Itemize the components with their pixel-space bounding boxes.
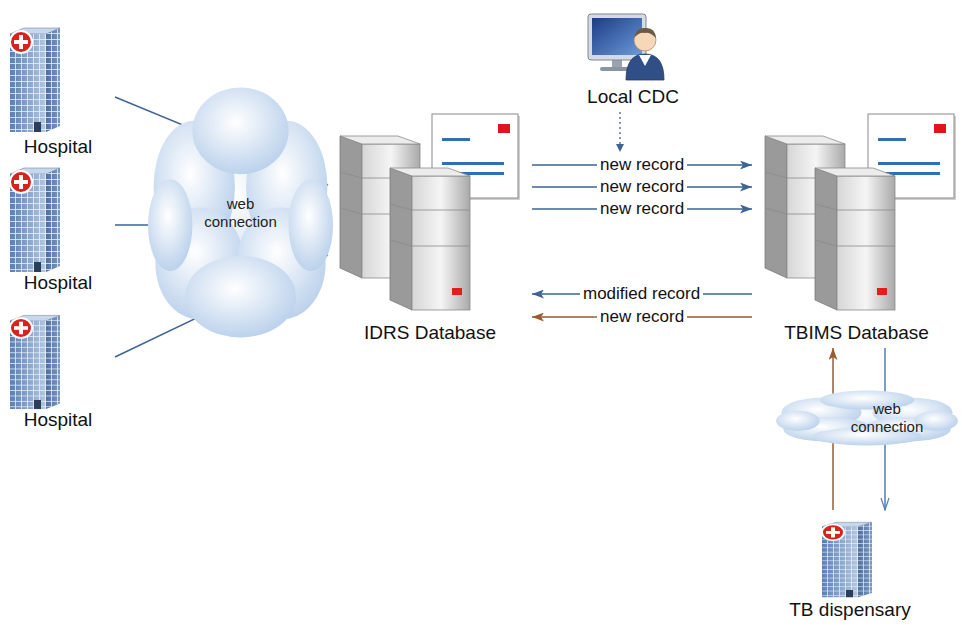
- leader-arrow: [616, 112, 624, 152]
- hospital-icon: [822, 522, 872, 597]
- node-label: Hospital: [3, 272, 113, 294]
- edge-label: new record: [597, 308, 687, 326]
- hospital-node: Hospital: [3, 18, 113, 160]
- node-label: TBIMS Database: [754, 322, 959, 344]
- server-icon: [390, 168, 470, 310]
- workstation-node: Local CDC: [563, 8, 703, 110]
- server-icon: [815, 168, 895, 310]
- edge-label: modified record: [580, 285, 703, 303]
- workstation-icon: [588, 14, 664, 80]
- database-node: IDRS Database: [330, 110, 530, 346]
- network-cloud: web connection: [776, 390, 958, 446]
- dispensary-node: TB dispensary: [765, 512, 935, 623]
- cloud-label: web connection: [840, 400, 935, 436]
- edge-label: new record: [597, 200, 687, 218]
- cloud-label: web connection: [193, 195, 288, 231]
- hospital-node: Hospital: [3, 160, 113, 296]
- node-label: Hospital: [3, 409, 113, 431]
- edge-label: new record: [597, 178, 687, 196]
- edge-label: new record: [597, 156, 687, 174]
- node-label: Hospital: [3, 136, 113, 158]
- node-label: IDRS Database: [330, 322, 530, 344]
- node-label: TB dispensary: [765, 599, 935, 621]
- hospital-icon: [10, 28, 60, 132]
- hospital-icon: [10, 315, 60, 409]
- node-label: Local CDC: [563, 86, 703, 108]
- database-node: TBIMS Database: [754, 110, 959, 346]
- hospital-icon: [10, 168, 60, 272]
- hospital-node: Hospital: [3, 305, 113, 433]
- network-cloud: web connection: [148, 85, 333, 340]
